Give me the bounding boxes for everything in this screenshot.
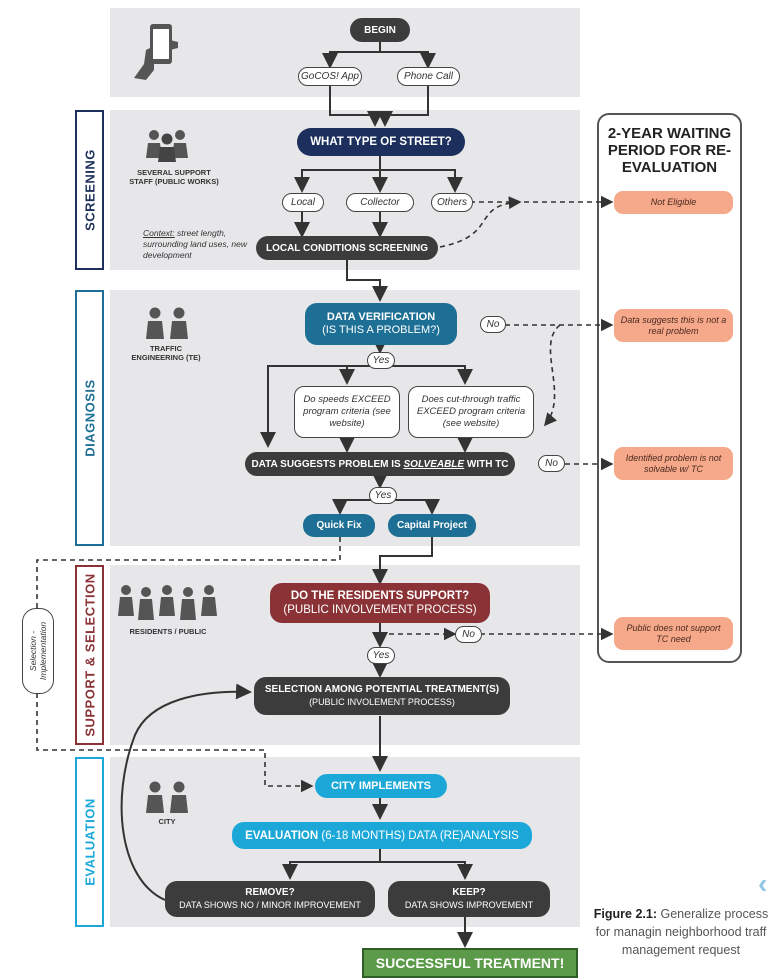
phone-icon bbox=[132, 20, 182, 82]
successful-treatment-node: SUCCESSFUL TREATMENT! bbox=[362, 948, 578, 978]
phase-diagnosis: DIAGNOSIS bbox=[75, 290, 104, 546]
quick-fix-node: Quick Fix bbox=[303, 514, 375, 537]
phase-support: SUPPORT & SELECTION bbox=[75, 565, 104, 745]
solveable-no-pill: No bbox=[538, 455, 565, 472]
staff-group-icon bbox=[142, 128, 192, 162]
keep-sub: DATA SHOWS IMPROVEMENT bbox=[404, 900, 534, 910]
cut-through-criteria-node: Does cut-through traffic EXCEED program … bbox=[408, 386, 534, 438]
keep-node: KEEP? DATA SHOWS IMPROVEMENT bbox=[388, 881, 550, 917]
data-verification-node: DATA VERIFICATION (IS THIS A PROBLEM?) bbox=[305, 303, 457, 345]
verify-no-pill: No bbox=[480, 316, 506, 333]
not-eligible-node: Not Eligible bbox=[614, 191, 733, 214]
solveable-suffix: WITH TC bbox=[466, 458, 509, 470]
phone-call-node: Phone Call bbox=[397, 67, 460, 86]
chevron-left-icon: ‹ bbox=[758, 868, 768, 899]
keep-title: KEEP? bbox=[452, 887, 486, 898]
context-label: Context: bbox=[143, 228, 175, 238]
residents-support-sub: (PUBLIC INVOLVEMENT PROCESS) bbox=[283, 604, 477, 616]
figure-caption: Figure 2.1: Generalize process for manag… bbox=[590, 905, 772, 978]
remove-title: REMOVE? bbox=[245, 887, 295, 898]
evaluation-actor-label: CITY bbox=[158, 817, 176, 826]
gocos-app-node: GoCOS! App bbox=[298, 67, 362, 86]
waiting-period-title: 2-YEAR WAITING PERIOD FOR RE-EVALUATION bbox=[607, 124, 732, 176]
context-text: street length, surrounding land uses, ne… bbox=[143, 228, 247, 260]
verify-yes-pill: Yes bbox=[367, 352, 395, 369]
speeds-criteria-node: Do speeds EXCEED program criteria (see w… bbox=[294, 386, 400, 438]
city-implements-node: CITY IMPLEMENTS bbox=[315, 774, 447, 798]
local-node: Local bbox=[282, 193, 324, 212]
selection-implementation-label: Selection - Implementation bbox=[22, 608, 54, 694]
data-verification-sub: (IS THIS A PROBLEM?) bbox=[322, 324, 440, 336]
others-node: Others bbox=[431, 193, 473, 212]
evaluation-duration: (6-18 MONTHS) bbox=[321, 829, 406, 842]
residents-support-node: DO THE RESIDENTS SUPPORT? (PUBLIC INVOLV… bbox=[270, 583, 490, 623]
caption-label: Figure 2.1: bbox=[593, 907, 658, 921]
caption-text: Generalize process for managin neighborh… bbox=[595, 907, 769, 957]
context-note: Context: street length, surrounding land… bbox=[143, 228, 261, 261]
local-conditions-screening: LOCAL CONDITIONS SCREENING bbox=[256, 236, 438, 260]
begin-node: BEGIN bbox=[350, 18, 410, 42]
remove-node: REMOVE? DATA SHOWS NO / MINOR IMPROVEMEN… bbox=[165, 881, 375, 917]
screening-actor-label: SEVERAL SUPPORT STAFF (PUBLIC WORKS) bbox=[129, 168, 219, 186]
capital-project-node: Capital Project bbox=[388, 514, 476, 537]
selection-sub: (PUBLIC INVOLEMENT PROCESS) bbox=[309, 697, 455, 707]
diagnosis-actor-label: TRAFFIC ENGINEERING (TE) bbox=[131, 344, 201, 362]
not-real-problem-node: Data suggests this is not a real problem bbox=[614, 309, 733, 342]
evaluation-title: EVALUATION bbox=[245, 829, 319, 842]
city-staff-icon bbox=[143, 781, 191, 813]
residents-group-icon bbox=[116, 582, 220, 622]
traffic-engineers-icon bbox=[143, 307, 191, 339]
collector-node: Collector bbox=[346, 193, 414, 212]
support-actor-label: RESIDENTS / PUBLIC bbox=[129, 627, 207, 636]
selection-node: SELECTION AMONG POTENTIAL TREATMENT(S) (… bbox=[254, 677, 510, 715]
remove-sub: DATA SHOWS NO / MINOR IMPROVEMENT bbox=[179, 900, 361, 910]
residents-support-title: DO THE RESIDENTS SUPPORT? bbox=[290, 590, 470, 602]
data-verification-title: DATA VERIFICATION bbox=[326, 311, 436, 323]
solveable-key: SOLVEABLE bbox=[403, 458, 465, 470]
solveable-node: DATA SUGGESTS PROBLEM IS SOLVEABLE WITH … bbox=[245, 452, 515, 476]
phase-screening: SCREENING bbox=[75, 110, 104, 270]
solveable-prefix: DATA SUGGESTS PROBLEM IS bbox=[251, 458, 401, 470]
support-yes-pill: Yes bbox=[367, 647, 395, 664]
evaluation-node: EVALUATION (6-18 MONTHS) DATA (RE)ANALYS… bbox=[232, 822, 532, 849]
solveable-yes-pill: Yes bbox=[369, 487, 397, 504]
phase-evaluation: EVALUATION bbox=[75, 757, 104, 927]
evaluation-reanalysis: DATA (RE)ANALYSIS bbox=[408, 829, 519, 842]
support-no-pill: No bbox=[455, 626, 482, 643]
selection-implementation-text: Selection - Implementation bbox=[28, 621, 48, 681]
selection-title: SELECTION AMONG POTENTIAL TREATMENT(S) bbox=[264, 684, 500, 695]
street-type-question: WHAT TYPE OF STREET? bbox=[297, 128, 465, 156]
no-support-node: Public does not support TC need bbox=[614, 617, 733, 650]
not-solvable-node: Identified problem is not solvable w/ TC bbox=[614, 447, 733, 480]
